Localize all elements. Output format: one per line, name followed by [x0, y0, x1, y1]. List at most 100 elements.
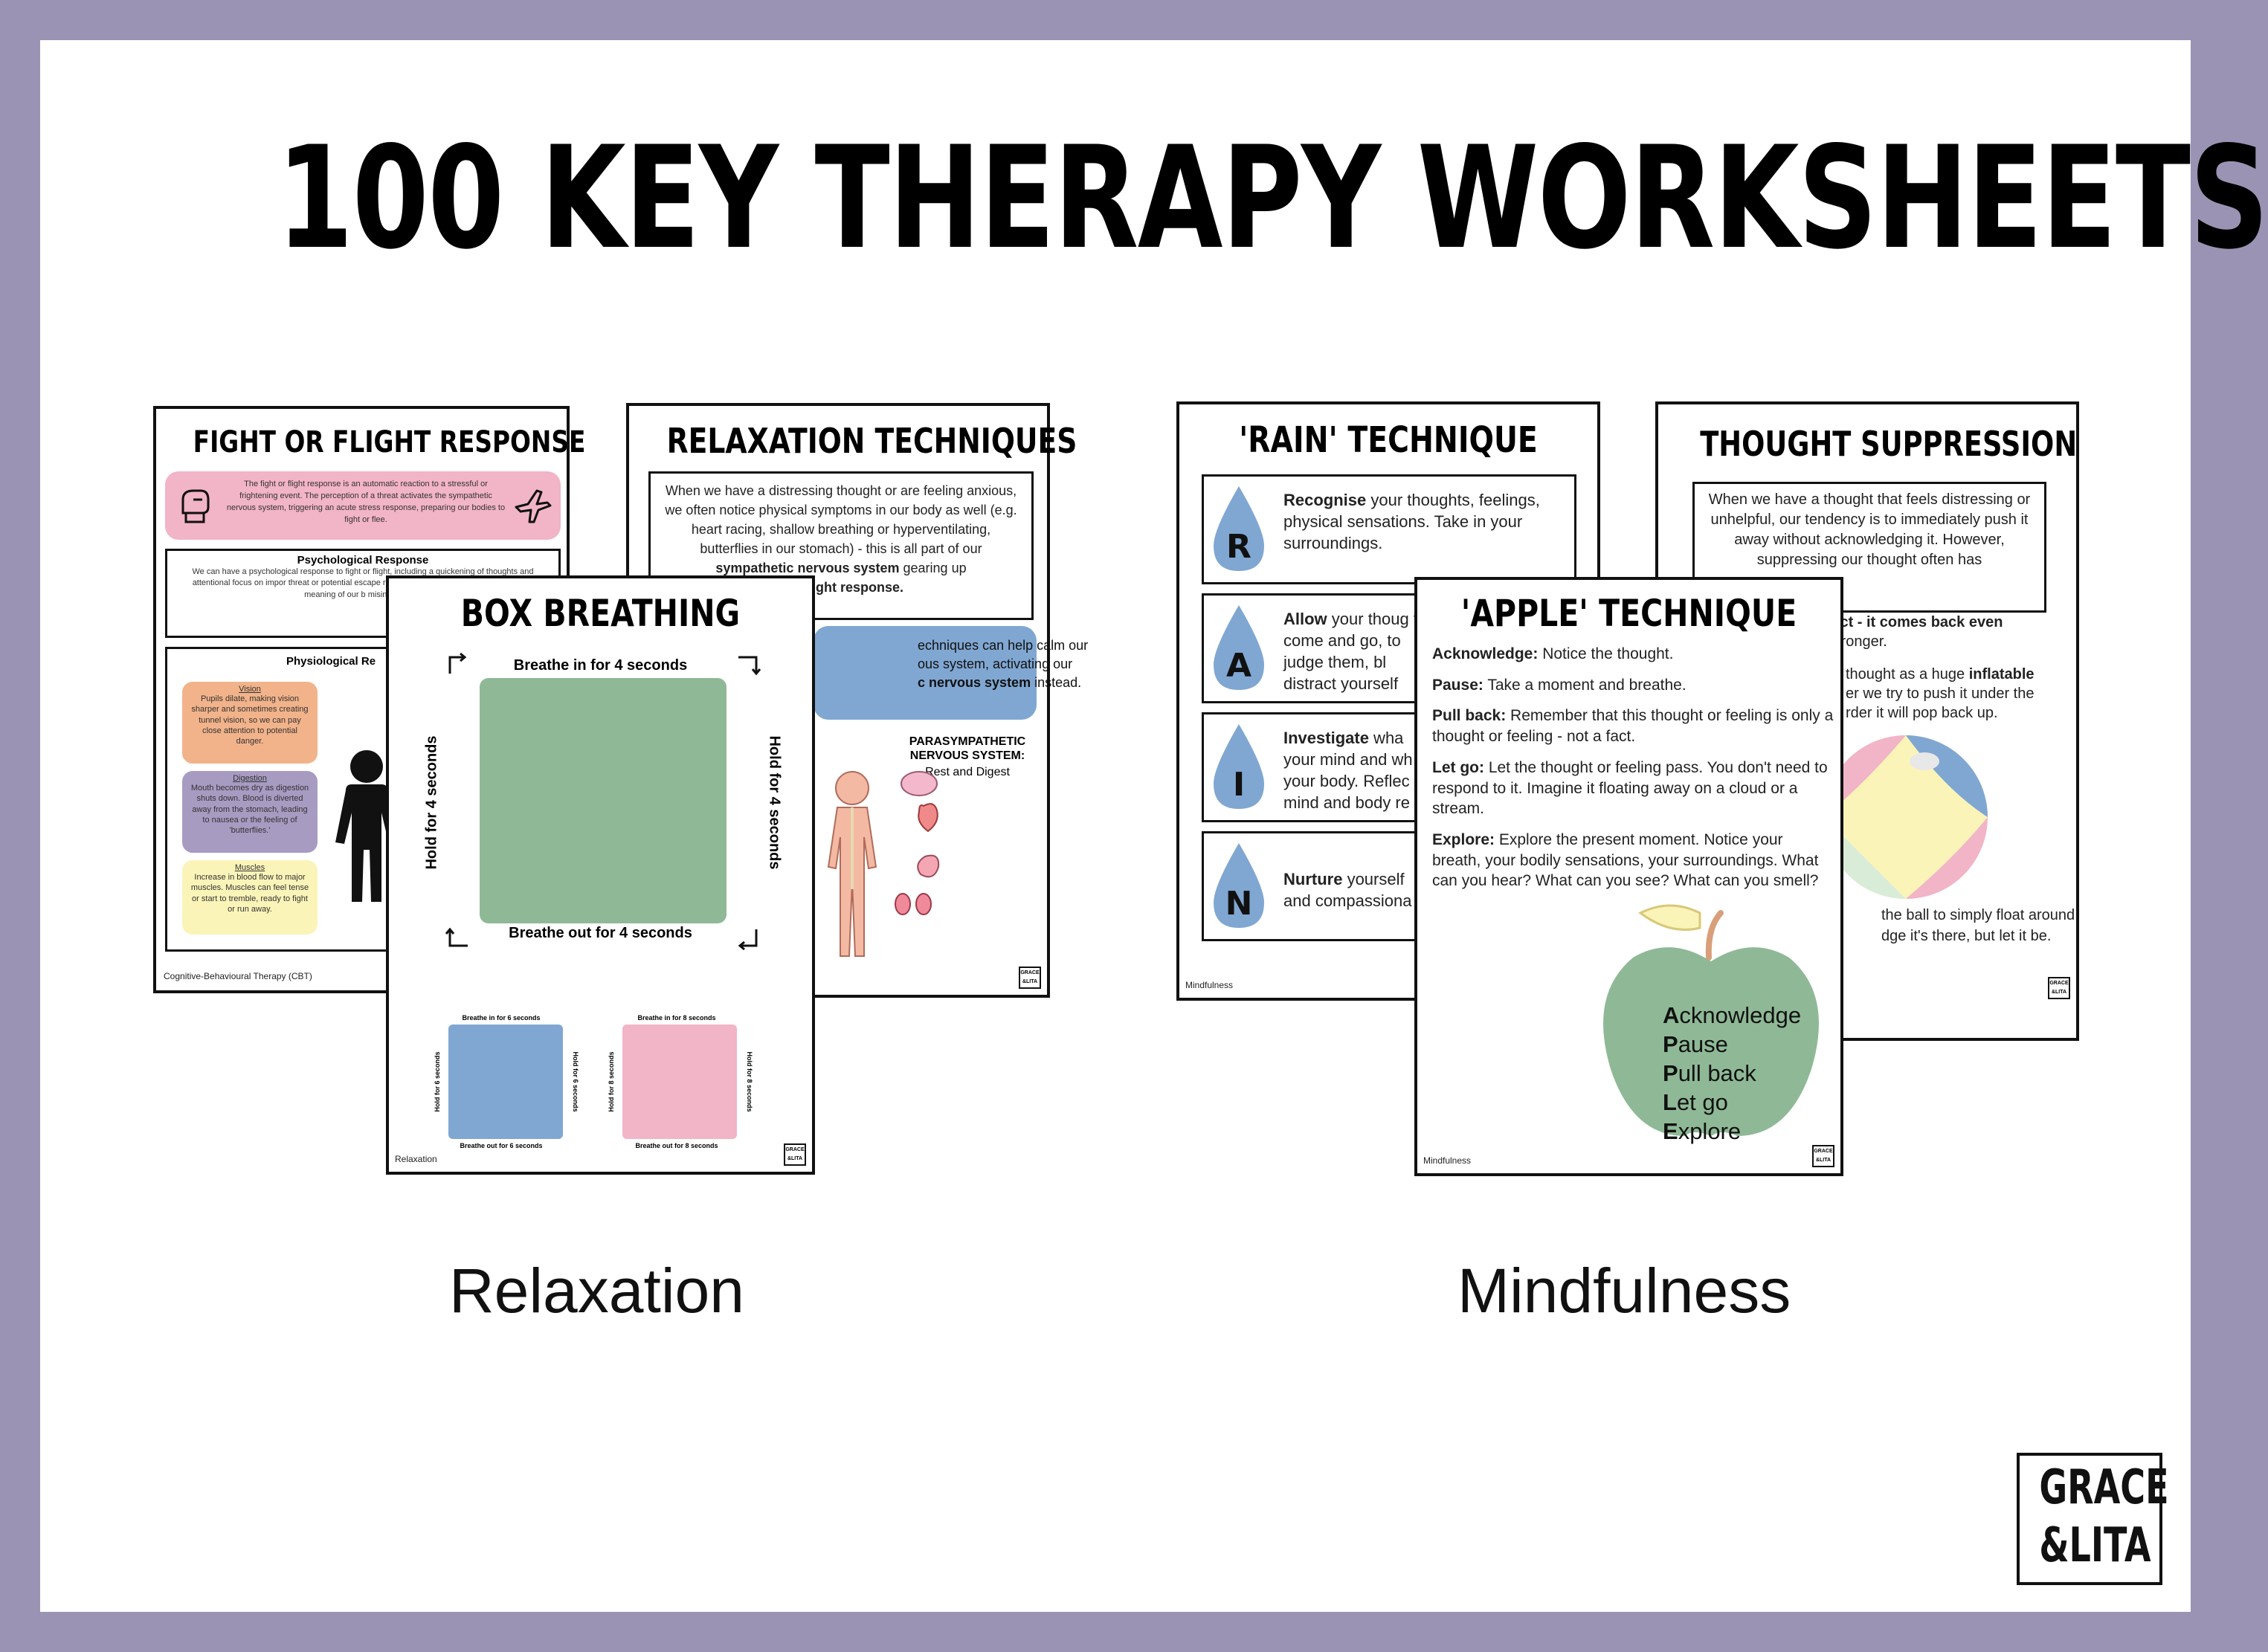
person-icon [335, 750, 398, 902]
apple-item-keyword: Acknowledge: [1432, 645, 1539, 662]
acronym-initial: A [1663, 1002, 1680, 1028]
digestion-text: Mouth becomes dry as digestion shuts dow… [190, 784, 309, 836]
mini-logo-line-1: GRACE [2049, 981, 2069, 986]
brand-logo-line-2: &LITA [2039, 1518, 2151, 1573]
info-line-1: echniques can help calm our [918, 638, 1089, 653]
apple-items: Acknowledge: Notice the thought. Pause: … [1432, 644, 1834, 891]
acronym-line: Pause [1663, 1030, 1801, 1059]
mini-logo-line-2: &LITA [2051, 990, 2067, 995]
mini-logo-line-2: &LITA [787, 1156, 803, 1161]
info-panel: echniques can help calm our ous system, … [814, 626, 1089, 720]
big-breathing-square [480, 678, 727, 923]
caption-mindfulness: Mindfulness [1457, 1256, 1791, 1326]
physiological-title: Physiological Re [286, 655, 376, 668]
anatomy-illustration [827, 771, 940, 957]
intro-text-part1: When we have a distressing thought or ar… [665, 483, 1017, 557]
mini-logo-line-2: &LITA [1815, 1158, 1832, 1163]
acronym-line: Pull back [1663, 1059, 1801, 1088]
rain-item-text: Allow your thoug to come and go, to judg… [1283, 608, 1432, 694]
boxing-glove-icon [181, 489, 210, 523]
worksheet-title: BOX BREATHING [460, 592, 741, 635]
physiological-box: Physiological Re Vision Pupils dilate, m… [165, 647, 561, 952]
info-line-2: ous system, activating our [918, 656, 1073, 672]
product-canvas: 100 KEY THERAPY WORKSHEETS FIGHT OR FLIG… [40, 40, 2268, 1612]
water-drop-icon [1214, 724, 1264, 809]
intro-panel: The fight or flight response is an autom… [165, 471, 561, 540]
worksheet-footer: Cognitive-Behavioural Therapy (CBT) [164, 971, 312, 981]
apple-item: Acknowledge: Notice the thought. [1432, 644, 1834, 665]
rain-item-description: your thoug to come and go, to judge them… [1283, 610, 1428, 694]
text-fragment-5: rder it will pop back up. [1846, 705, 1998, 721]
apple-item-keyword: Pause: [1432, 676, 1483, 694]
corner-arrow-icon [738, 656, 761, 676]
airplane-icon [515, 489, 552, 523]
small-box-1-label-top: Breathe in for 6 seconds [462, 1014, 541, 1022]
apple-item: Pull back: Remember that this thought or… [1432, 706, 1834, 746]
apple-item-keyword: Explore: [1432, 831, 1495, 849]
vision-title: Vision [239, 685, 261, 694]
rain-item-keyword: Allow [1283, 610, 1327, 628]
muscles-title: Muscles [234, 863, 265, 872]
apple-item-keyword: Let go: [1432, 758, 1484, 776]
beach-ball-icon [1824, 735, 1988, 899]
digestion-card: Digestion Mouth becomes dry as digestion… [182, 771, 318, 853]
acronym-rest: cknowledge [1679, 1002, 1802, 1028]
water-drop-icon [1214, 486, 1264, 571]
page-title: 100 KEY THERAPY WORKSHEETS [277, 116, 2268, 280]
water-drop-icon [1214, 605, 1264, 690]
text-fragment-3b: inflatable [1968, 666, 2035, 683]
apple-item: Explore: Explore the present moment. Not… [1432, 830, 1834, 891]
worksheet-title: 'APPLE' TECHNIQUE [1460, 592, 1797, 635]
muscles-card: Muscles Increase in blood flow to major … [182, 860, 318, 935]
mini-logo: GRACE &LITA [784, 1143, 806, 1166]
intro-text: When we have a thought that feels distre… [1708, 491, 2031, 568]
text-fragment-4: er we try to push it under the [1846, 685, 2035, 702]
acronym-initial: P [1663, 1060, 1678, 1086]
small-box-1-label-right: Hold for 6 seconds [572, 1051, 579, 1112]
intro-box: When we have a distressing thought or ar… [648, 471, 1034, 620]
muscles-text: Increase in blood flow to major muscles.… [190, 873, 309, 914]
mini-logo-line-2: &LITA [1022, 979, 1038, 984]
acronym-rest: ull back [1678, 1060, 1756, 1086]
rain-letter: I [1232, 766, 1246, 804]
info-line-3: c nervous system instead. [918, 674, 1081, 692]
apple-item-description: Explore the present moment. Notice your … [1432, 831, 1819, 890]
mini-logo-line-1: GRACE [1814, 1149, 1833, 1154]
text-fragment-2: stronger. [1829, 633, 1887, 650]
intro-box: When we have a thought that feels distre… [1692, 482, 2046, 613]
mini-logo: GRACE &LITA [1812, 1145, 1834, 1167]
info-bold: c nervous system [918, 675, 1031, 691]
rain-item-text: Nurture yourself and compassiona [1283, 868, 1432, 911]
rain-item-description: yourself and compassiona [1283, 870, 1412, 911]
big-box-label-left: Hold for 4 seconds [423, 735, 440, 870]
rain-letter: A [1225, 647, 1252, 685]
acronym-initial: P [1663, 1031, 1678, 1057]
big-box-label-top: Breathe in for 4 seconds [513, 657, 688, 674]
acronym-rest: et go [1676, 1089, 1728, 1115]
small-box-2-label-left: Hold for 8 seconds [608, 1051, 615, 1112]
acronym-line: Let go [1663, 1088, 1801, 1117]
worksheet-title: 'RAIN' TECHNIQUE [1239, 419, 1538, 461]
small-box-2-label-top: Breathe in for 8 seconds [637, 1014, 716, 1022]
small-breathing-square-pink [622, 1025, 737, 1139]
acronym-rest: xplore [1678, 1118, 1742, 1144]
acronym-rest: ause [1678, 1031, 1728, 1057]
apple-item-description: Take a moment and breathe. [1483, 676, 1686, 694]
apple-illustration-icon [1603, 904, 1819, 1136]
apple-item: Pause: Take a moment and breathe. [1432, 675, 1834, 696]
intro-text: The fight or flight response is an autom… [226, 480, 506, 524]
small-box-2-label-bottom: Breathe out for 8 seconds [635, 1142, 718, 1149]
text-fragment-6: the ball to simply float around [1881, 907, 2075, 923]
text-fragment-1: ffect - it comes back even [1822, 614, 2003, 630]
info-line-3-rest: instead. [1031, 675, 1082, 691]
corner-arrow-icon [738, 929, 758, 951]
mini-logo-line-1: GRACE [1020, 970, 1040, 975]
psychological-title: Psychological Response [297, 554, 429, 567]
rain-item-keyword: Investigate [1283, 729, 1369, 747]
rain-item-keyword: Recognise [1283, 491, 1367, 509]
acronym-line: Explore [1663, 1117, 1801, 1146]
rain-item-text: Recognise your thoughts, feelings, physi… [1283, 489, 1566, 554]
corner-arrow-icon [445, 927, 468, 947]
worksheet-footer: Relaxation [395, 1154, 437, 1164]
worksheet-box-breathing: BOX BREATHING Breathe in for 4 seconds H… [386, 575, 815, 1175]
